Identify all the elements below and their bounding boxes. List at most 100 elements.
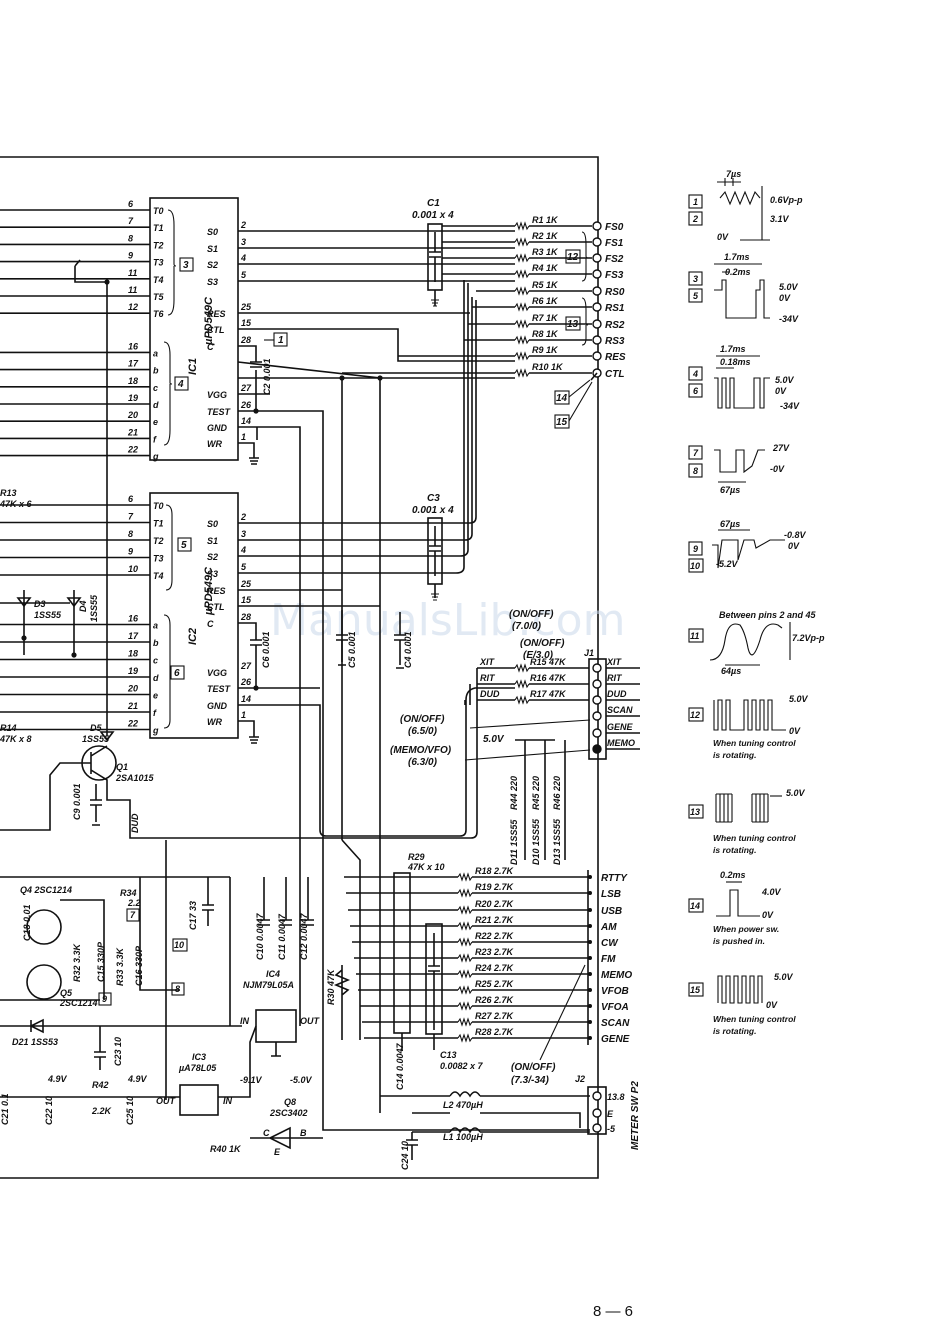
svg-text:5.0V: 5.0V (774, 972, 794, 982)
ic2-pin-num-right: 26 (240, 677, 252, 687)
r29-value: 47K x 10 (407, 862, 445, 872)
ic2-pin-label-right: S1 (207, 536, 218, 546)
j1-resistor-label: R17 47K (530, 689, 567, 699)
page-number: 8 — 6 (593, 1303, 633, 1320)
svg-text:11: 11 (690, 631, 699, 641)
svg-text:8: 8 (175, 984, 180, 994)
ic2-pin-label-left: T1 (153, 519, 164, 529)
waveform-1-2: 1 2 7µs 0.6Vp-p 3.1V 0V (688, 169, 803, 242)
test-point-5-label: 5 (181, 540, 187, 551)
r30-label: R30 47K (326, 968, 336, 1005)
c25-label: C25 10 (125, 1096, 135, 1125)
c15-label: C15 330P (96, 941, 106, 982)
ic1-pin-num-right: 3 (241, 237, 246, 247)
r42-label: R42 (92, 1080, 109, 1090)
ic1-pin-num-right: 27 (240, 383, 252, 393)
ic1: IC1 µPD549C 6T07T18T29T311T411T512T616a1… (0, 197, 252, 462)
ic2-pin-num-right: 5 (241, 562, 247, 572)
ic2-pin-num-right: 25 (240, 579, 252, 589)
ic4-part: NJM79L05A (243, 980, 294, 990)
ic2-pin-num-left: 19 (128, 666, 138, 676)
ic1-pin-label-left: T0 (153, 206, 164, 216)
svg-text:-5.2V: -5.2V (716, 559, 739, 569)
test-point-3 (179, 257, 194, 272)
lower-resistor-label: R18 2.7K (475, 866, 515, 876)
waveform-9-10: 9 10 67µs -0.8V 0V -5.2V (688, 519, 807, 573)
r40-label: R40 1K (210, 1144, 242, 1154)
ic1-pin-num-right: 26 (240, 400, 252, 410)
onoff2-value: (E/3.0) (523, 650, 554, 661)
svg-text:0.6Vp-p: 0.6Vp-p (770, 195, 803, 205)
lower-connector-pin-label: SCAN (601, 1018, 630, 1029)
ic2-pin-num-right: 2 (240, 512, 246, 522)
ic2-pin-num-left: 16 (128, 614, 139, 624)
r29-label: R29 (408, 852, 425, 862)
resistor-6-label: R6 1K (532, 296, 559, 306)
svg-text:4.0V: 4.0V (761, 887, 782, 897)
ic1-pin-num-right: 1 (241, 432, 246, 442)
svg-text:13: 13 (690, 807, 700, 817)
svg-text:0V: 0V (789, 726, 801, 736)
c1-capacitor-array: C1 0.001 x 4 (412, 198, 454, 307)
lower-connector-pin-label: GENE (601, 1034, 630, 1045)
c22-label: C22 10 (44, 1096, 54, 1125)
v-50-label: -5.0V (290, 1075, 313, 1085)
svg-text:0V: 0V (717, 232, 729, 242)
connector-pin-label: RS3 (605, 336, 625, 347)
svg-text:0.2ms: 0.2ms (720, 870, 746, 880)
svg-text:0.18ms: 0.18ms (720, 357, 751, 367)
ic1-pin-num-right: 2 (240, 220, 246, 230)
waveform-3-5: 3 5 1.7ms 0.2ms 5.0V 0V -34V (688, 252, 799, 324)
q4-q5-group: Q4 2SC1214 R34 2.2 C18 0.01 R32 3.3K C15… (0, 840, 590, 1131)
c17-label: C17 33 (188, 901, 198, 930)
j1-pin-label: XIT (606, 657, 623, 667)
q8-value: 2SC3402 (269, 1108, 308, 1118)
ic1-pin-label-left: a (153, 348, 158, 358)
j1-pin-label: RIT (607, 673, 623, 683)
ic2-pin-label-right: GND (207, 701, 228, 711)
d4-value: 1SS55 (89, 594, 99, 622)
connector-pin-label: RES (605, 352, 626, 363)
resistor-2-label: R2 1K (532, 231, 559, 241)
resistor-7-label: R7 1K (532, 313, 559, 323)
ic2-pin-label-left: g (152, 726, 159, 736)
svg-text:5: 5 (693, 291, 699, 301)
ic1-pin-num-left: 8 (128, 233, 133, 243)
svg-text:7µs: 7µs (726, 169, 741, 179)
five-volt-label: 5.0V (483, 734, 505, 745)
r13-label: R13 (0, 488, 17, 498)
lower-connector-pin-label: AM (600, 922, 617, 933)
waveform-14: 14 0.2ms 4.0V 0V When power sw. is pushe… (688, 870, 782, 946)
ic1-pin-label-left: T6 (153, 309, 164, 319)
c24-label: C24 10 (400, 1141, 410, 1170)
ic2-pin-label-right: RES (207, 586, 226, 596)
ic2-pin-num-right: 4 (240, 545, 246, 555)
connector-pin-label: RS0 (605, 287, 625, 298)
ic1-pin-num-right: 25 (240, 302, 252, 312)
ic2-pin-num-left: 17 (128, 631, 139, 641)
ic2-ref: IC2 (187, 628, 199, 645)
connector-pin-label: FS1 (605, 238, 624, 249)
ic1-pin-label-left: T2 (153, 240, 164, 250)
ic4-label: IC4 (266, 969, 280, 979)
ic1-pin-num-left: 21 (127, 427, 138, 437)
svg-text:5.0V: 5.0V (779, 282, 799, 292)
svg-text:27V: 27V (772, 443, 790, 453)
ic2-pin-label-left: a (153, 621, 158, 631)
c21-label: C21 0.1 (0, 1093, 10, 1125)
svg-text:8: 8 (693, 466, 698, 476)
ic1-pin-num-left: 12 (128, 302, 138, 312)
d5-value: 1SS55 (82, 734, 110, 744)
resistor-4-label: R4 1K (532, 263, 559, 273)
ic2-pin-num-left: 10 (128, 564, 138, 574)
ic1-pin-label-left: e (153, 417, 158, 427)
ic2-pin-label-left: c (153, 656, 158, 666)
svg-text:7: 7 (693, 448, 699, 458)
c1-value: 0.001 x 4 (412, 210, 454, 221)
svg-text:is rotating.: is rotating. (713, 845, 756, 855)
ic2-part: µPD549C (203, 566, 215, 616)
svg-text:When tuning control: When tuning control (713, 833, 796, 843)
ic2-pin-label-left: f (153, 708, 157, 718)
lower-resistor-label: R24 2.7K (475, 963, 515, 973)
